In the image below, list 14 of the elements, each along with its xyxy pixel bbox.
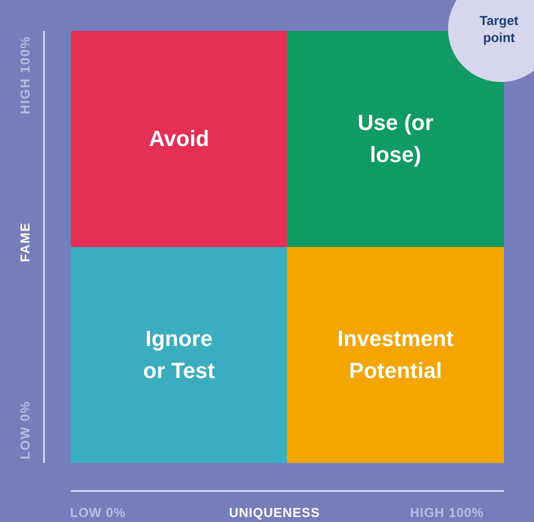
quadrant-label: Investment Potential bbox=[336, 325, 455, 385]
axis-tick-label: LOW 0% bbox=[18, 400, 32, 460]
quadrant-label: Ignore or Test bbox=[142, 325, 216, 385]
axis-title: FAME bbox=[18, 222, 32, 262]
axis-tick-label: LOW 0% bbox=[70, 505, 126, 520]
quadrant bbox=[71, 31, 287, 247]
axis-title: UNIQUENESS bbox=[229, 505, 320, 520]
axis-tick-label: HIGH 100% bbox=[18, 36, 32, 114]
axis-tick-label: HIGH 100% bbox=[410, 505, 484, 520]
quadrant bbox=[71, 247, 287, 463]
quadrant-label: Use (or lose) bbox=[356, 109, 434, 169]
quadrant-label: Avoid bbox=[148, 125, 210, 154]
quadrant-label: Target point bbox=[478, 13, 520, 47]
quadrant bbox=[287, 247, 504, 463]
